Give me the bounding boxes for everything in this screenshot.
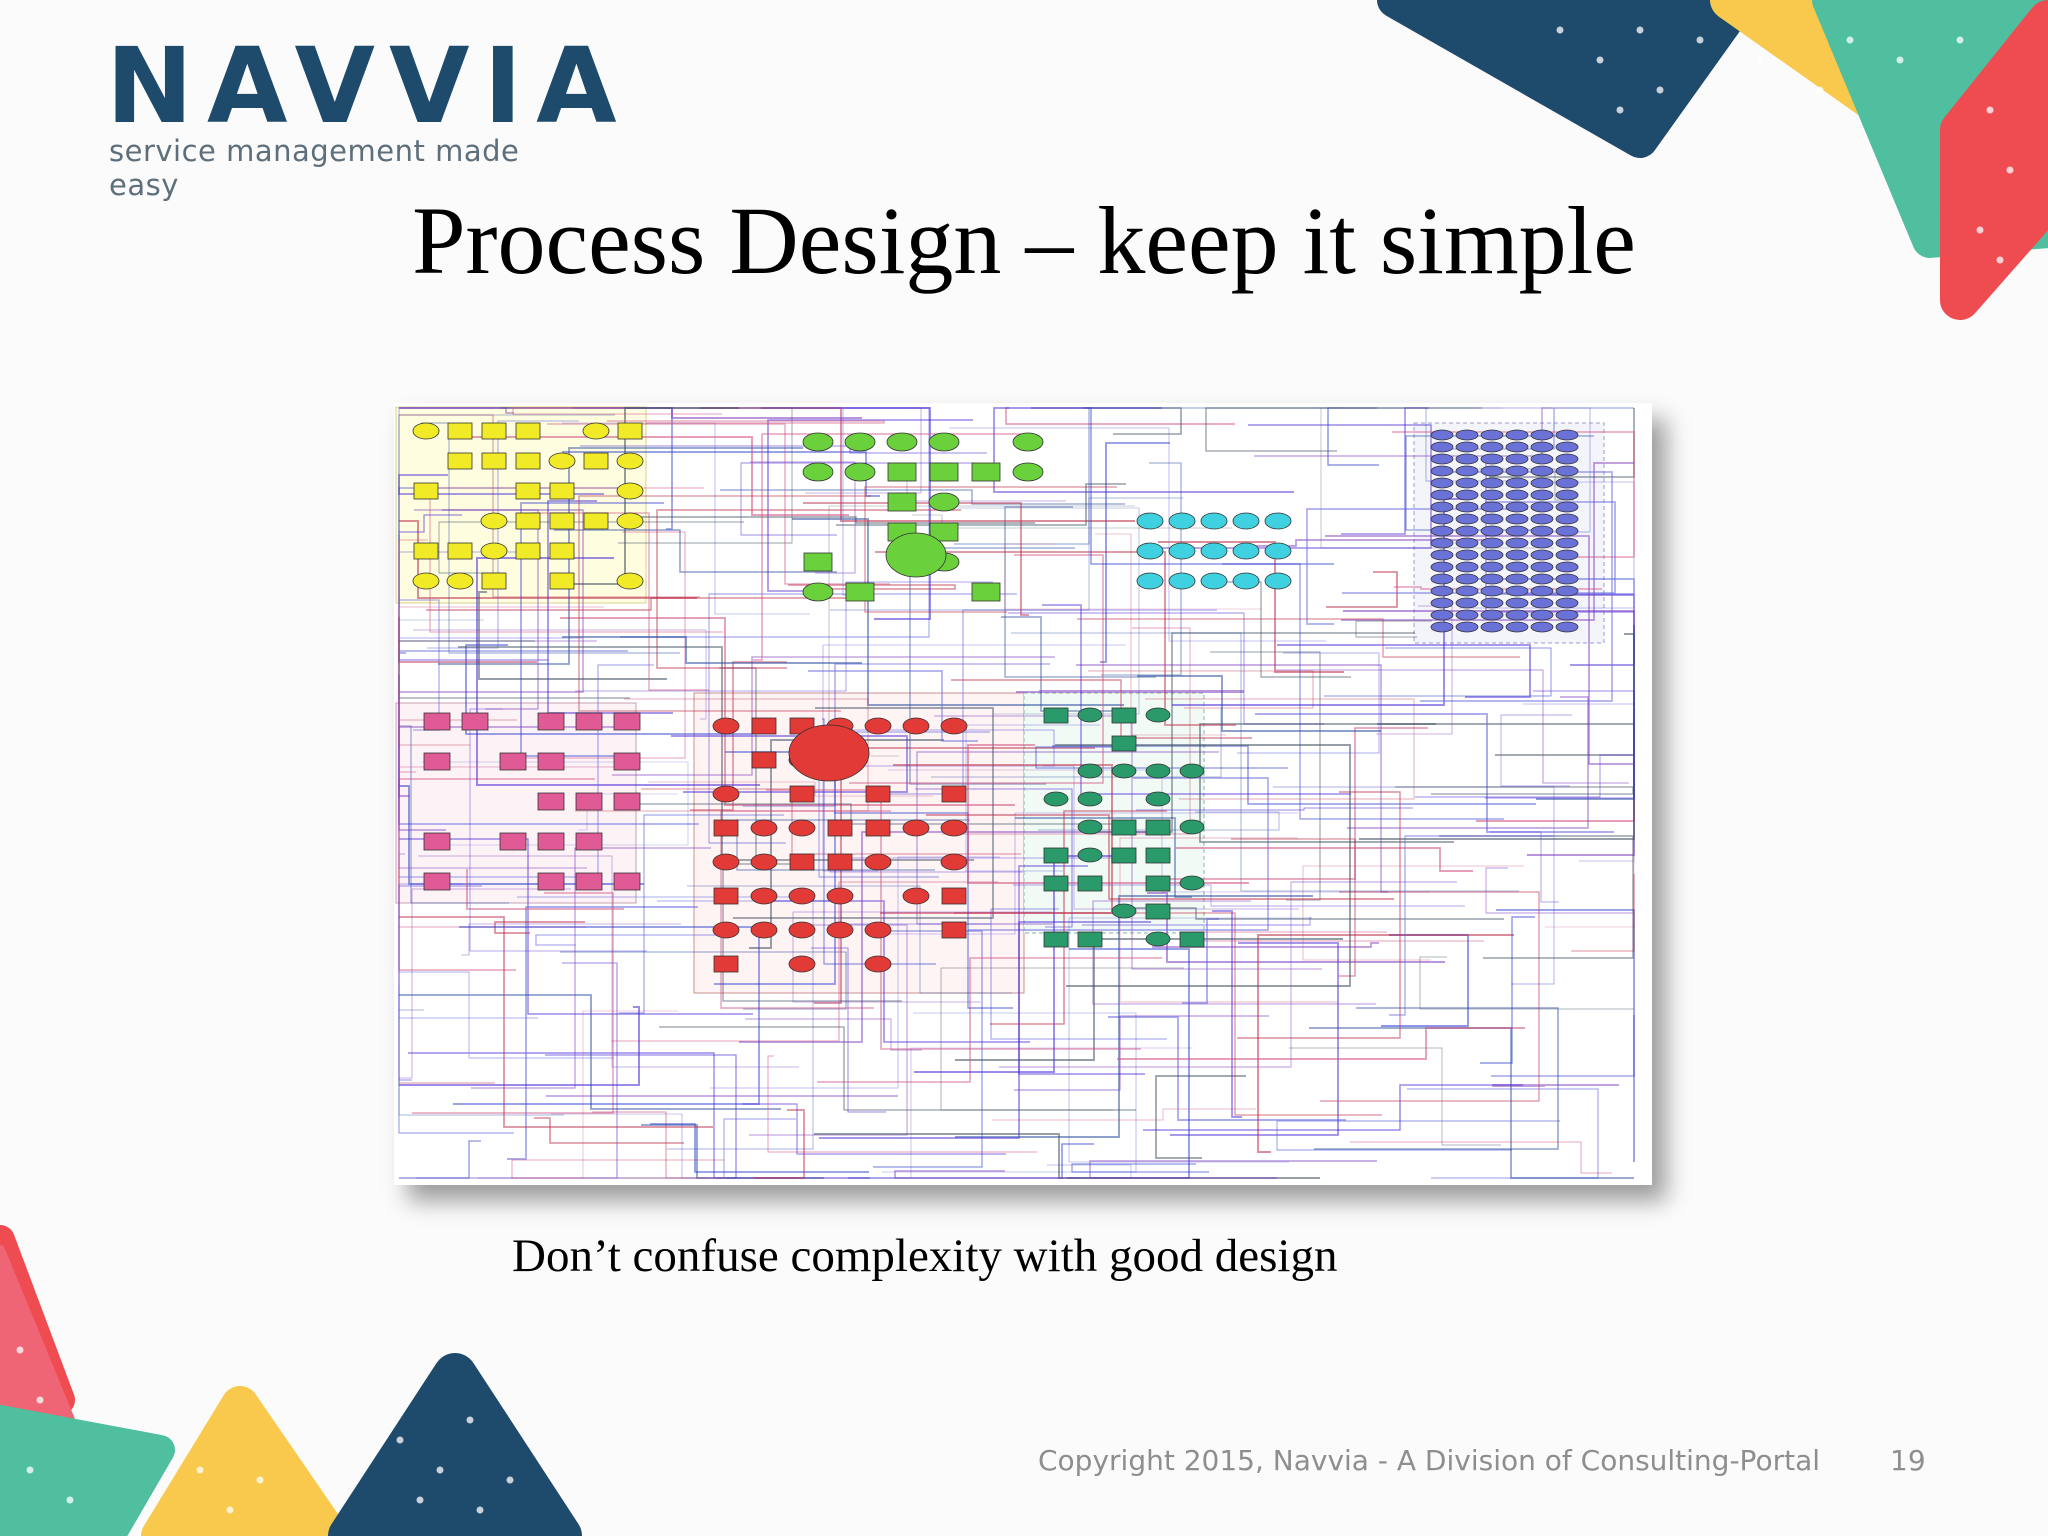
footer-copyright: Copyright 2015, Navvia - A Division of C… xyxy=(1038,1444,1821,1477)
yellow-triangle-top-icon xyxy=(1710,0,1920,140)
slide-caption: Don’t confuse complexity with good desig… xyxy=(512,1230,1338,1282)
logo-wordmark: NAVVIA xyxy=(106,25,631,147)
page-number: 19 xyxy=(1890,1444,1926,1477)
yellow-triangle-bottom-icon xyxy=(141,1386,349,1536)
pink-triangle-left-icon xyxy=(0,1245,75,1475)
teal-triangle-bottom-icon xyxy=(0,1405,175,1536)
logo-tagline: service management made easy xyxy=(109,134,520,202)
red-triangle-left-icon xyxy=(0,1225,75,1445)
navy-triangle-bottom-icon xyxy=(328,1353,582,1536)
navvia-logo: NAVVIA service management made easy xyxy=(106,25,631,202)
navy-triangle-top-icon xyxy=(1377,0,1758,158)
slide-title: Process Design – keep it simple xyxy=(412,187,1636,294)
process-diagram-image xyxy=(394,403,1652,1185)
process-diagram-illustration xyxy=(395,406,1635,1179)
